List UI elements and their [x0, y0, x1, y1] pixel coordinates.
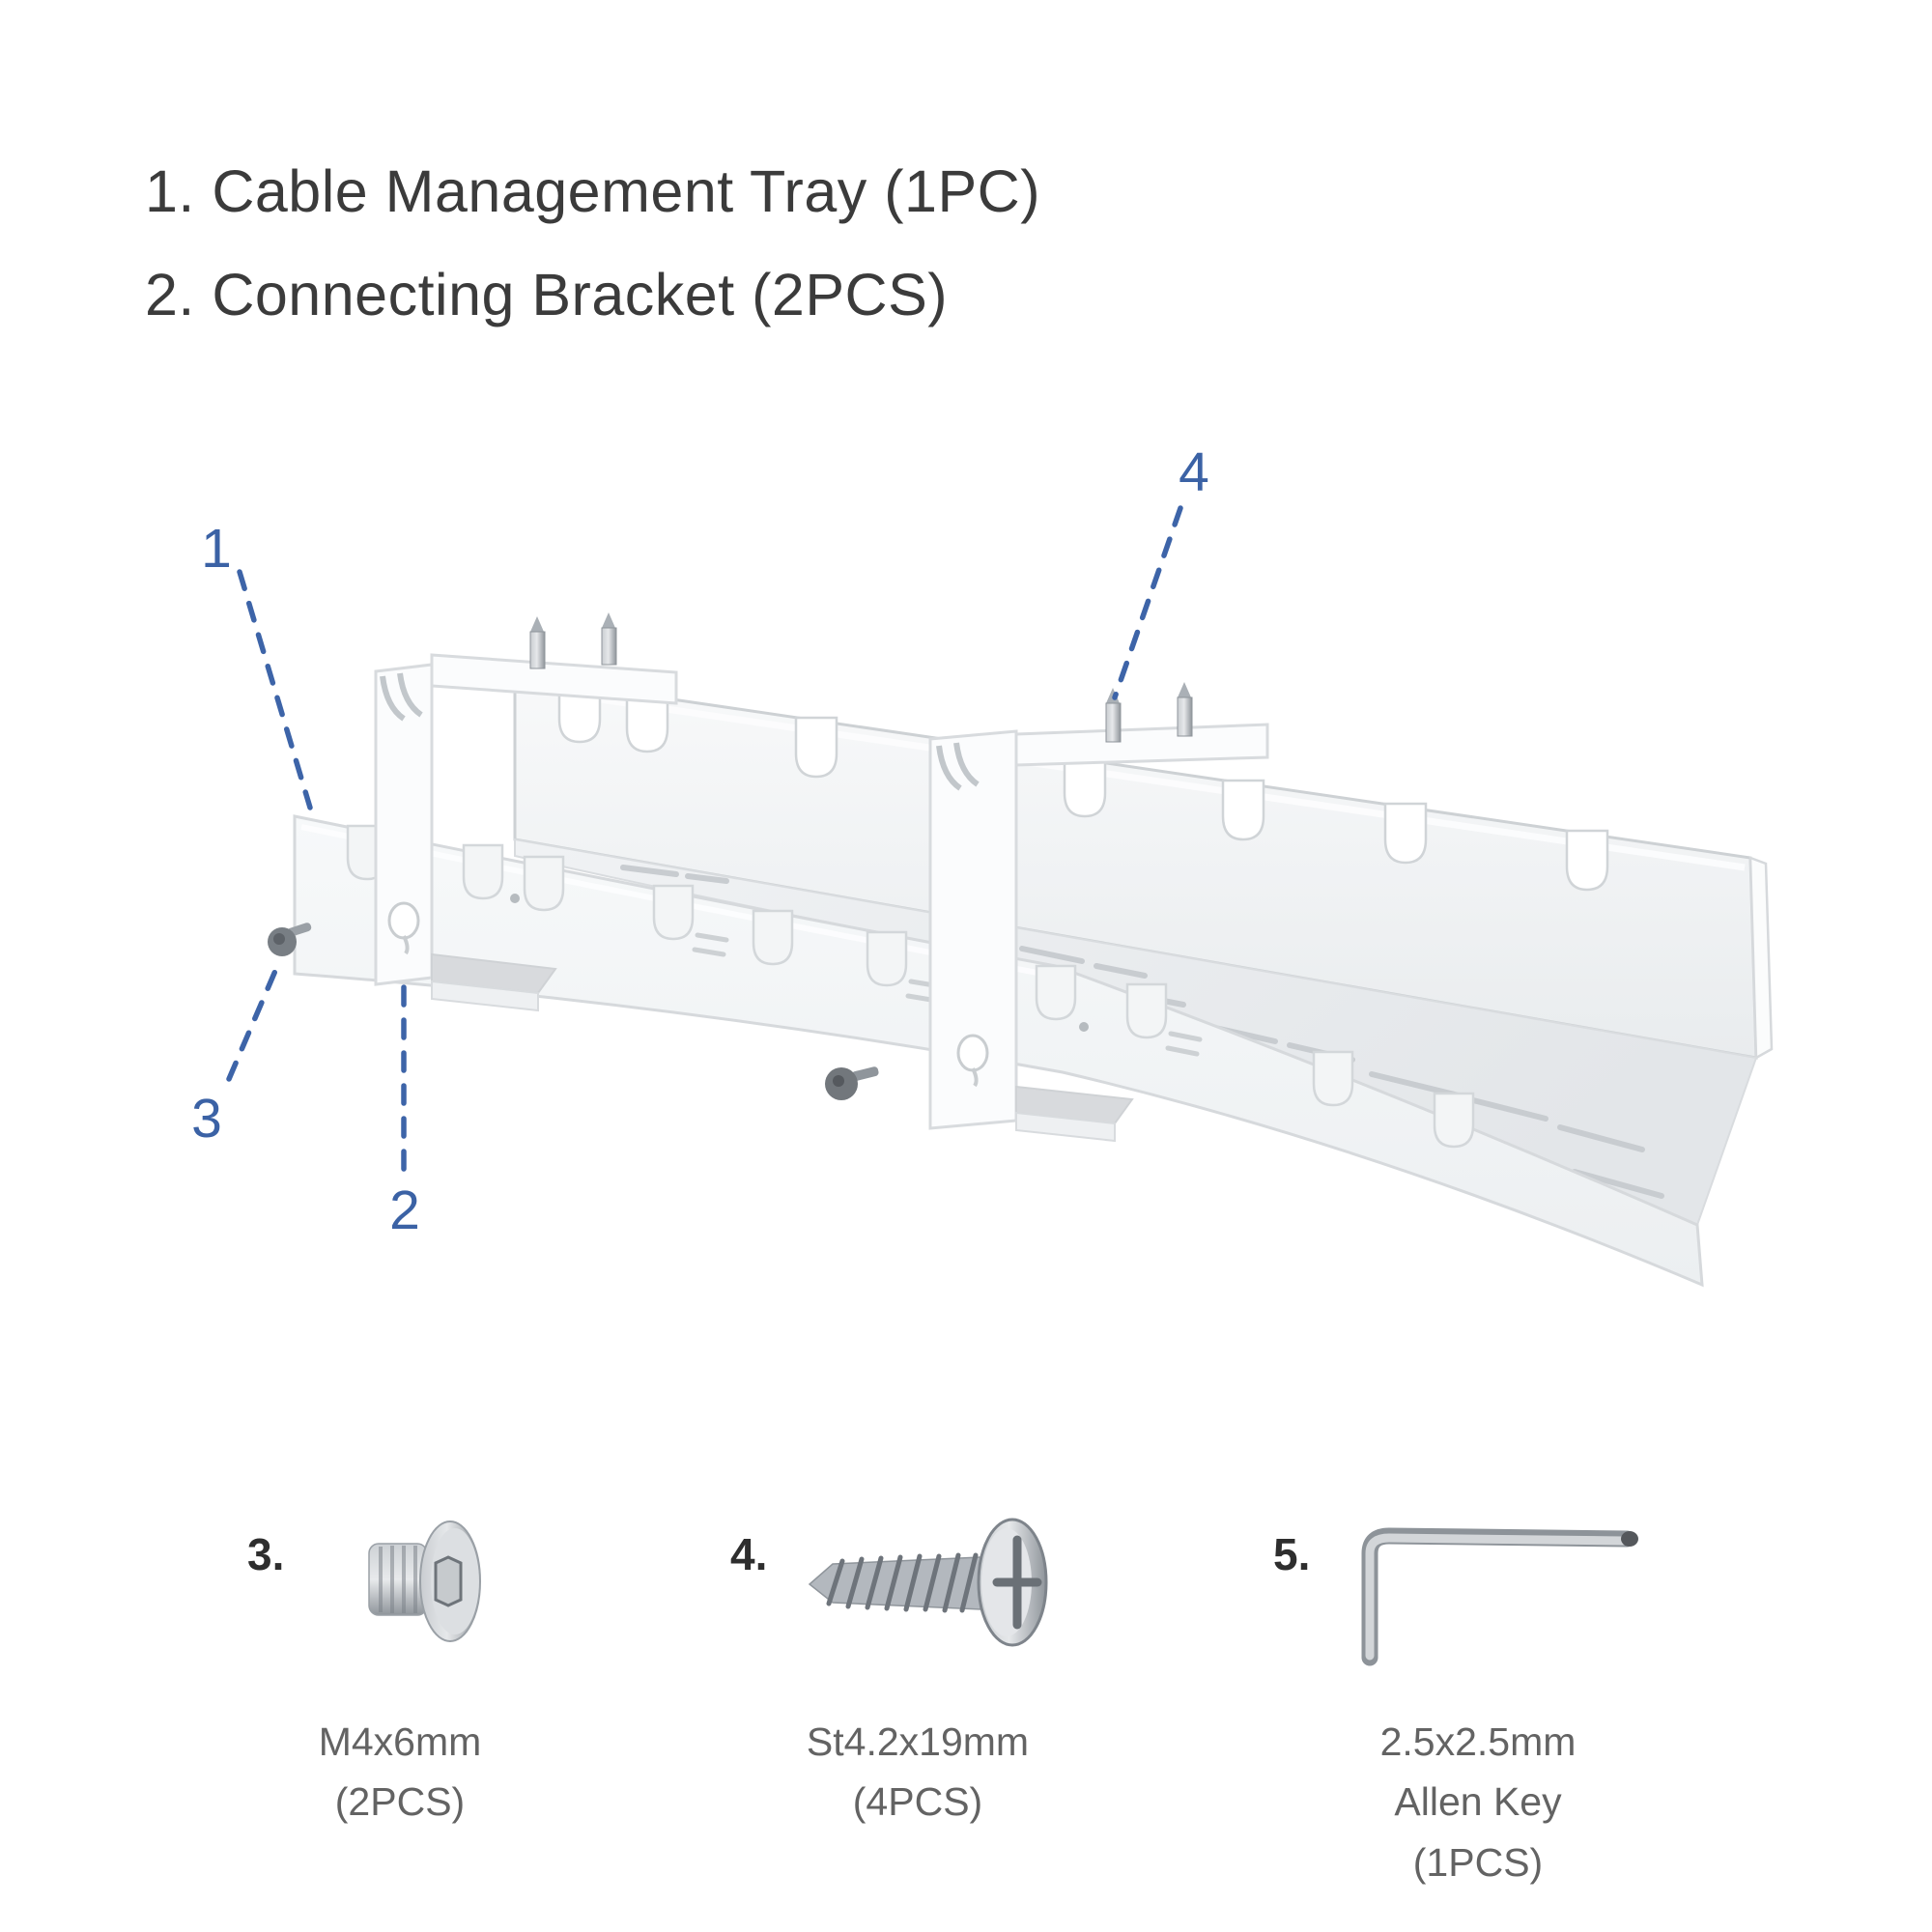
part-4-name: St4.2x19mm	[806, 1719, 1030, 1764]
part-3-number: 3.	[247, 1529, 285, 1579]
front-wall-details	[692, 932, 1203, 1057]
phillips-cross	[992, 1535, 1042, 1630]
bracket-1-mounting-screws	[529, 612, 617, 669]
callout-2-label: 2	[389, 1179, 420, 1241]
part-4-caption: St4.2x19mm (4PCS)	[763, 1712, 1072, 1833]
front-wall-notches	[346, 824, 1475, 1149]
callout-3-label: 3	[191, 1088, 222, 1150]
legend-line-bracket: 2. Connecting Bracket (2PCS)	[145, 262, 949, 327]
part-5-name2: Allen Key	[1394, 1779, 1562, 1825]
part-3-name: M4x6mm	[318, 1719, 482, 1764]
part-5-qty: (1PCS)	[1412, 1839, 1544, 1885]
part-4-qty: (4PCS)	[852, 1779, 983, 1825]
legend-line-tray: 1. Cable Management Tray (1PC)	[145, 158, 1041, 224]
socket-flat-screw-icon	[368, 1520, 481, 1642]
m4-screw-loose-center	[825, 1066, 879, 1100]
leader-1	[237, 569, 313, 810]
hex-socket	[434, 1555, 463, 1607]
bracket-1-comb-slits	[380, 672, 423, 722]
part-5-name: 2.5x2.5mm	[1379, 1719, 1577, 1764]
callout-1-label: 1	[201, 518, 232, 580]
part-5-number: 5.	[1273, 1529, 1311, 1579]
back-wall-notches	[557, 681, 1609, 892]
allen-key-icon	[1361, 1527, 1638, 1666]
leader-3	[226, 961, 281, 1082]
part-5-caption: 2.5x2.5mm Allen Key (1PCS)	[1323, 1712, 1633, 1892]
part-4-number: 4.	[730, 1529, 768, 1579]
bracket-1-screw-hole	[387, 901, 420, 940]
front-wall-hole	[510, 894, 520, 903]
bracket-2-screw-hole	[956, 1034, 989, 1072]
m4-screw-loose-left	[268, 923, 312, 956]
front-wall-hole	[1079, 1022, 1089, 1032]
connecting-bracket-2	[928, 682, 1269, 1143]
phillips-pan-screw-icon	[808, 1518, 1048, 1647]
callout-leader-lines	[226, 505, 1183, 1172]
callout-4-label: 4	[1179, 441, 1209, 503]
connecting-bracket-1	[374, 612, 678, 1012]
leader-4	[1112, 505, 1183, 700]
part-3-qty: (2PCS)	[334, 1779, 466, 1825]
part-3-caption: M4x6mm (2PCS)	[245, 1712, 554, 1833]
bracket-2-comb-slits	[936, 742, 980, 791]
